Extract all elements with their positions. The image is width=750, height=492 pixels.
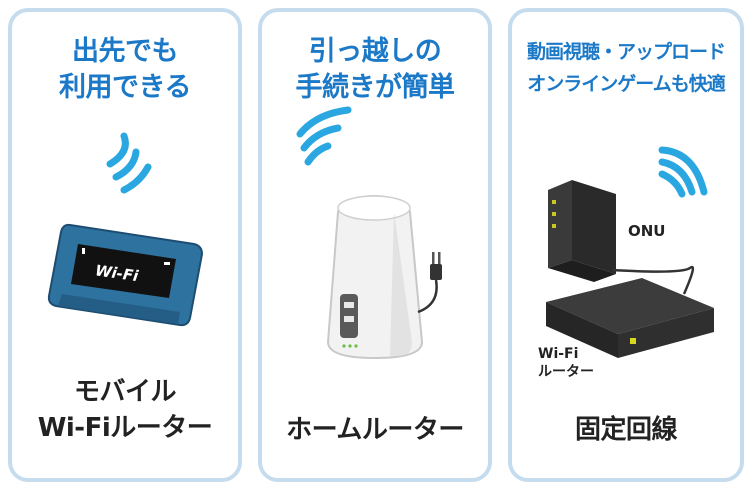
home-router-heading: 引っ越しの 手続きが簡単	[295, 36, 456, 103]
fixed-line-illustration: ONU Wi-Fi ルーター	[538, 146, 714, 380]
mobile-router-caption: モバイル Wi-Fiルーター	[37, 377, 213, 443]
home-router-caption: ホームルーター	[286, 415, 464, 445]
onu-label: ONU	[628, 222, 666, 240]
device-screen-text: Wi-Fi	[94, 261, 140, 285]
mobile-router-illustration: Wi-Fi	[47, 132, 204, 327]
power-plug-icon	[417, 252, 442, 314]
wifi-signal-icon	[296, 106, 352, 166]
fixed-router-icon	[546, 278, 714, 358]
fixed-line-heading: 動画視聴・アップロード オンラインゲームも快適	[526, 41, 726, 95]
onu-device-icon: ONU	[548, 180, 666, 282]
home-router-illustration	[296, 106, 442, 360]
svg-text:ルーター: ルーター	[538, 364, 594, 380]
wifi-signal-icon	[658, 146, 708, 198]
cable	[611, 265, 695, 295]
svg-text:Wi-Fi: Wi-Fi	[538, 346, 578, 362]
mobile-router-card: 出先でも 利用できる Wi-Fi モバイル Wi-Fiルーター	[8, 8, 242, 482]
home-router-icon	[326, 194, 424, 360]
wifi-signal-icon	[106, 132, 152, 194]
home-router-card: 引っ越しの 手続きが簡単 ホームルーター	[258, 8, 492, 482]
mobile-router-heading: 出先でも 利用できる	[59, 36, 191, 103]
router-label: Wi-Fi ルーター	[538, 346, 594, 380]
mobile-router-icon: Wi-Fi	[47, 223, 204, 327]
fixed-line-caption: 固定回線	[574, 415, 678, 445]
fixed-line-card: 動画視聴・アップロード オンラインゲームも快適 ONU Wi-Fi ルーター	[508, 8, 744, 482]
